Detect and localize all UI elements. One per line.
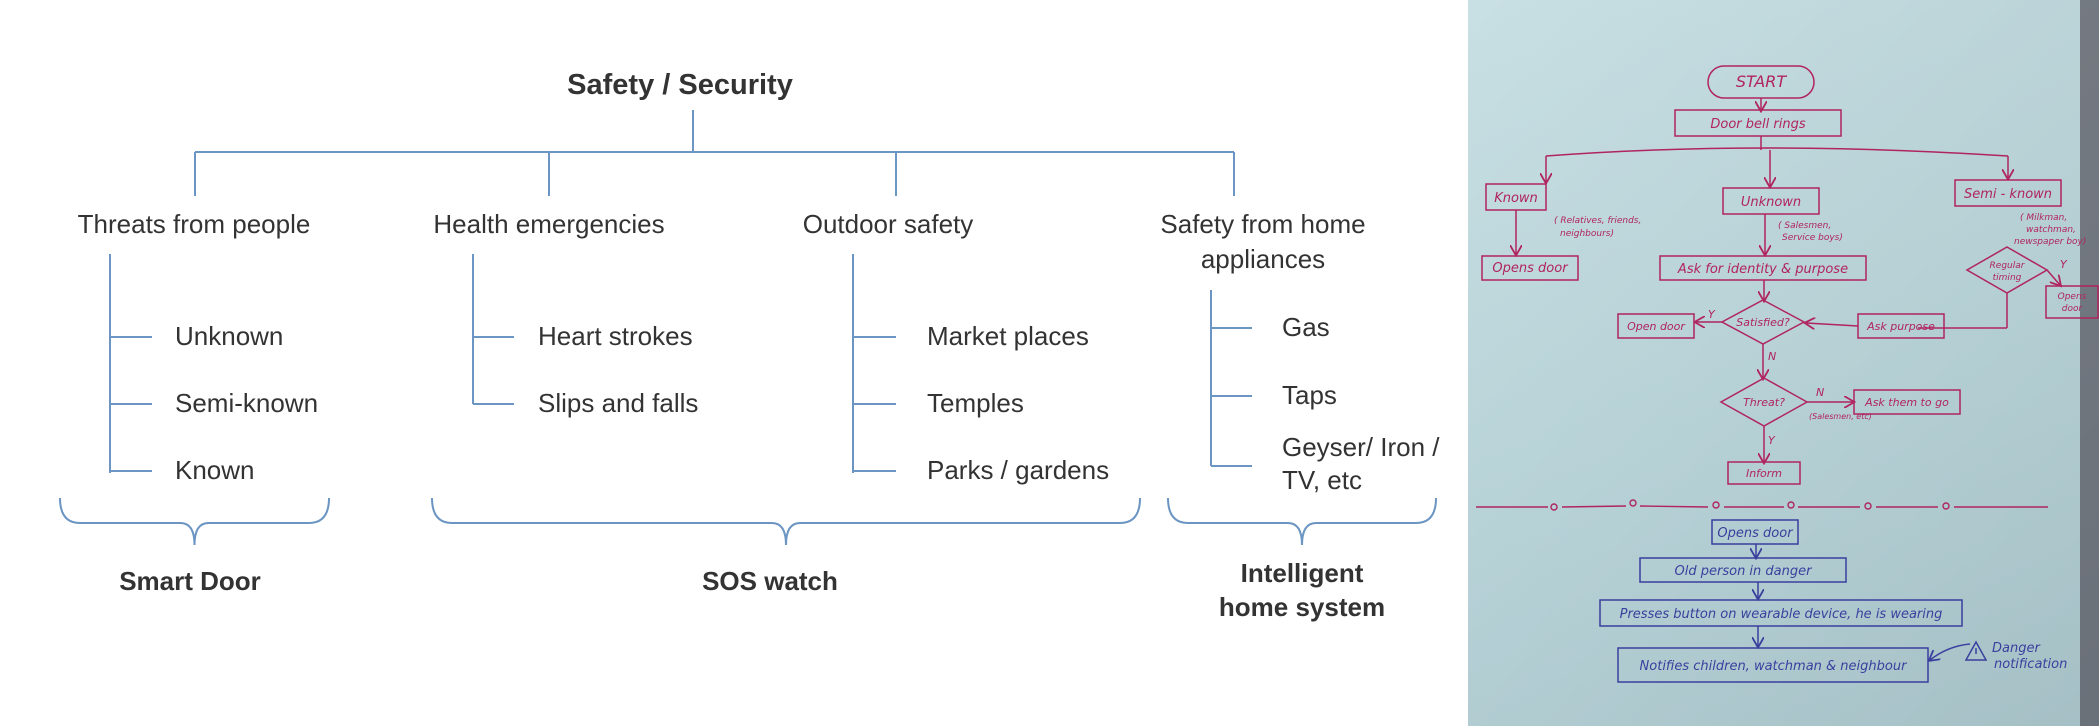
notifies-text: Notifies children, watchman & neighbour (1640, 659, 1909, 674)
old-person-node (1639, 557, 1847, 583)
ask-purpose-text: Ask purpose (1866, 320, 1935, 333)
satisfied-text: Satisfied? (1736, 316, 1790, 329)
item-parks-gardens: Parks / gardens (927, 455, 1110, 485)
known-note-2: neighbours) (1560, 229, 1614, 239)
inform-node (1727, 461, 1801, 485)
category-threats-from-people: Threats from people (77, 209, 311, 239)
item-slips-and-falls: Slips and falls (538, 388, 699, 418)
item-known: Known (175, 455, 255, 485)
opens-door-node-4 (1711, 519, 1799, 545)
ask-identity-text: Ask for identity & purpose (1677, 262, 1848, 277)
unknown-note-1: ( Salesmen, (1778, 221, 1831, 231)
opens-door-node-2 (2045, 285, 2099, 319)
door-bell-text: Door bell rings (1710, 117, 1805, 132)
ask-identity-node (1659, 255, 1867, 281)
category-home-appliances-line-1: Safety from home (1160, 209, 1366, 239)
item-tv-etc: TV, etc (1282, 465, 1362, 495)
safety-taxonomy-diagram: Safety / Security Threats from people He… (59, 69, 1440, 622)
item-market-places: Market places (927, 321, 1089, 351)
opens-door-text-1: Opens door (1492, 261, 1569, 276)
danger-text-1: Danger (1992, 641, 2041, 656)
opens-door-node-1 (1481, 255, 1579, 281)
category-home-appliances-line-2: appliances (1200, 244, 1326, 274)
category-health-emergencies: Health emergencies (433, 209, 665, 239)
connector-lines (59, 110, 1437, 546)
inform-text: Inform (1746, 467, 1782, 480)
danger-text-2: notification (1994, 657, 2067, 672)
presses-text: Presses button on wearable device, he is… (1620, 607, 1943, 622)
item-semi-known: Semi-known (175, 388, 319, 418)
known-text: Known (1494, 191, 1538, 206)
item-heart-strokes: Heart strokes (538, 321, 693, 351)
open-door-node-3 (1617, 313, 1695, 339)
old-person-text: Old person in danger (1675, 564, 1814, 579)
item-gas: Gas (1282, 312, 1330, 342)
solution-intelligent-home-line-1: Intelligent (1240, 558, 1364, 588)
opens-door-text-2: Opens (2058, 292, 2087, 302)
danger-warning-icon (1964, 640, 1988, 661)
root-title: Safety / Security (567, 69, 793, 101)
item-geyser-iron: Geyser/ Iron / (1282, 432, 1440, 462)
known-note-1: ( Relatives, friends, (1554, 216, 1641, 226)
door-bell-node (1674, 109, 1842, 137)
svg-text:Y: Y (1768, 434, 1776, 447)
item-taps: Taps (1282, 380, 1337, 410)
divider-line (1476, 499, 2048, 511)
solution-intelligent-home-line-2: home system (1218, 592, 1386, 622)
ask-to-go-text: Ask them to go (1864, 396, 1949, 409)
regular-text-1: Regular (1990, 261, 2026, 271)
solution-smart-door: Smart Door (119, 566, 261, 596)
opens-door-text-2b: door (2062, 304, 2084, 314)
brace-sos-watch (431, 497, 1141, 546)
threat-note: (Salesmen, etc) (1809, 412, 1872, 421)
svg-text:Y: Y (2060, 258, 2068, 271)
semi-note-1: ( Milkman, (2020, 213, 2067, 223)
threat-text: Threat? (1743, 396, 1785, 409)
start-text: START (1736, 72, 1788, 91)
photo-edge (2080, 0, 2099, 726)
brace-smart-door (59, 497, 330, 546)
item-temples: Temples (927, 388, 1024, 418)
svg-text:N: N (1768, 350, 1776, 363)
regular-text-2: timing (1993, 273, 2022, 283)
unknown-text: Unknown (1741, 195, 1801, 210)
opens-door-text-4: Opens door (1717, 526, 1794, 541)
item-unknown: Unknown (175, 321, 284, 351)
semi-note-3: newspaper boy) (2014, 237, 2086, 247)
ask-to-go-node (1853, 389, 1961, 415)
semi-known-text: Semi - known (1964, 187, 2052, 202)
unknown-node (1722, 187, 1820, 215)
presses-button-node (1599, 599, 1963, 627)
category-outdoor-safety: Outdoor safety (802, 209, 974, 239)
svg-text:N: N (1816, 386, 1824, 399)
semi-note-2: watchman, (2026, 225, 2076, 235)
flowchart-sketch: START Door bell rings Known ( Relatives,… (1468, 0, 2099, 726)
semi-known-node (1954, 179, 2062, 207)
hand-drawn-flowchart-photo: START Door bell rings Known ( Relatives,… (1468, 0, 2099, 726)
svg-text:Y: Y (1708, 308, 1716, 321)
brace-intelligent-home (1167, 497, 1437, 546)
unknown-note-2: Service boys) (1782, 233, 1843, 243)
notifies-node (1617, 647, 1929, 683)
open-door-text-3: Open door (1627, 320, 1686, 333)
solution-sos-watch: SOS watch (702, 566, 838, 596)
